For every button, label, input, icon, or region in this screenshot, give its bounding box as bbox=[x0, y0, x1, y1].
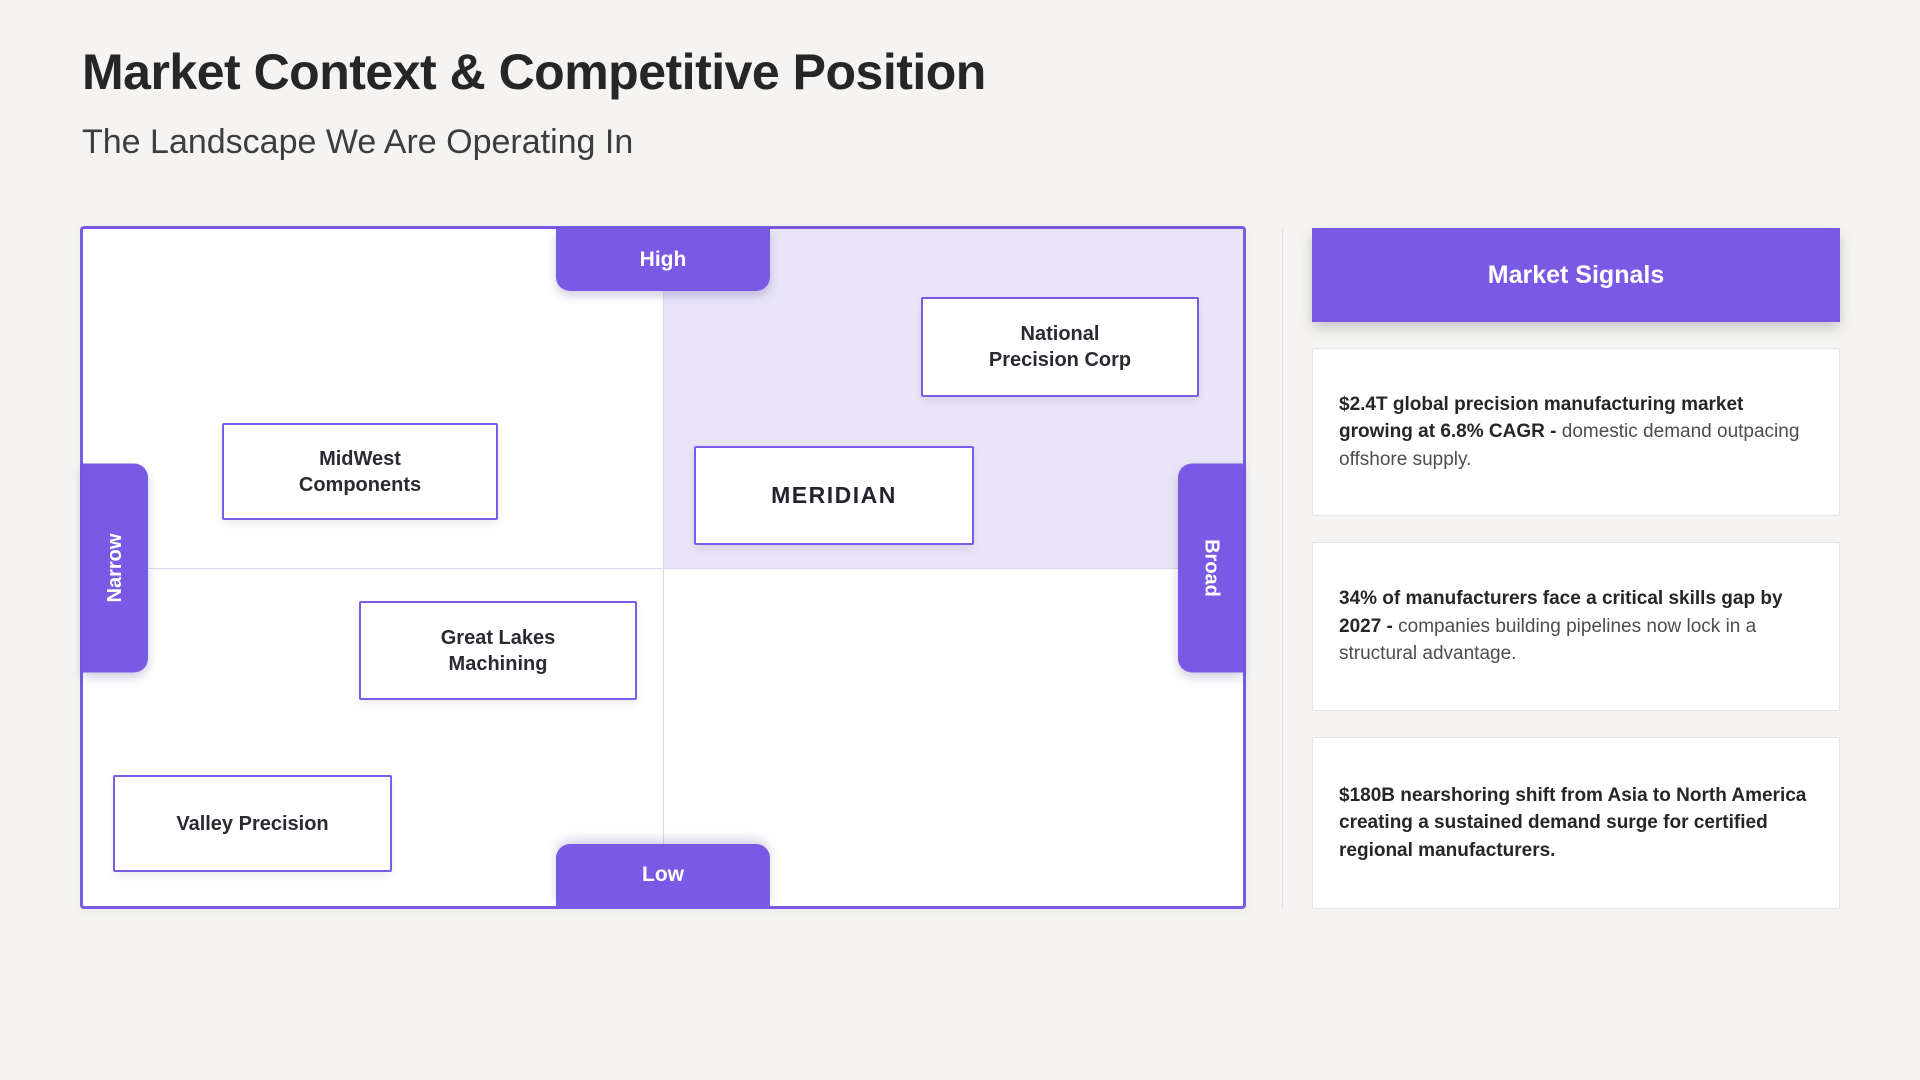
axis-label-narrow: Narrow bbox=[83, 463, 148, 672]
signal-card-bold-text: $180B nearshoring shift from Asia to Nor… bbox=[1339, 784, 1807, 861]
market-signals-header: Market Signals bbox=[1312, 228, 1840, 322]
axis-label-narrow-text: Narrow bbox=[104, 533, 126, 602]
signal-card-nearshoring: $180B nearshoring shift from Asia to Nor… bbox=[1312, 737, 1840, 909]
section-divider bbox=[1282, 228, 1283, 909]
company-box-valley-precision: Valley Precision bbox=[113, 775, 392, 872]
signal-card-text: 34% of manufacturers face a critical ski… bbox=[1339, 585, 1813, 668]
company-box-national-precision-corp: National Precision Corp bbox=[921, 297, 1199, 397]
matrix-horizontal-divider bbox=[83, 567, 1243, 569]
company-box-great-lakes-machining: Great Lakes Machining bbox=[359, 601, 637, 700]
signal-card-bold-text: 34% of manufacturers face a critical ski… bbox=[1339, 588, 1783, 637]
company-box-meridian: MERIDIAN bbox=[694, 446, 974, 545]
signal-card-skills-gap: 34% of manufacturers face a critical ski… bbox=[1312, 542, 1840, 711]
axis-label-low: Low bbox=[556, 844, 770, 906]
signal-card-bold-text: $2.4T global precision manufacturing mar… bbox=[1339, 393, 1744, 443]
competitive-position-matrix: High Low Narrow Broad National Precision… bbox=[80, 226, 1246, 909]
signal-card-rest-text: domestic demand outpacing offshore suppl… bbox=[1339, 421, 1800, 470]
slide-header: Market Context & Competitive Position Th… bbox=[82, 44, 986, 162]
signal-card-text: $180B nearshoring shift from Asia to Nor… bbox=[1339, 782, 1813, 865]
signal-card-rest-text: companies building pipelines now lock in… bbox=[1339, 615, 1757, 665]
axis-label-high: High bbox=[556, 229, 770, 291]
company-box-midwest-components: MidWest Components bbox=[222, 423, 498, 520]
page-subtitle: The Landscape We Are Operating In bbox=[82, 122, 634, 161]
axis-label-low-text: Low bbox=[642, 863, 684, 886]
axis-label-high-text: High bbox=[639, 248, 687, 271]
signal-card-text: $2.4T global precision manufacturing mar… bbox=[1339, 391, 1813, 474]
axis-label-broad: Broad bbox=[1178, 463, 1243, 672]
signal-card-market-size: $2.4T global precision manufacturing mar… bbox=[1312, 348, 1840, 516]
axis-label-broad-text: Broad bbox=[1199, 538, 1222, 597]
page-title: Market Context & Competitive Position bbox=[82, 44, 986, 100]
